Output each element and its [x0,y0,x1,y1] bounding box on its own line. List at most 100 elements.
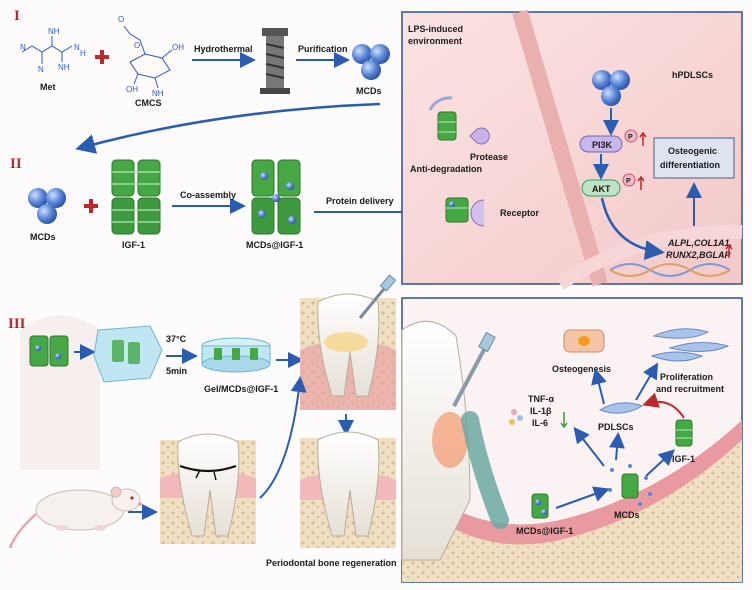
mcds-cluster-icon-1 [352,44,390,80]
lps-label-line1: LPS-induced [408,24,463,34]
il6-label: IL-6 [532,418,548,428]
chem-n2: N [38,65,44,74]
release-arrow [555,486,610,509]
chem-n1: N [20,43,26,52]
receptor-bound-igf1-icon [445,197,485,227]
chem-oh2: OH [126,85,138,94]
proliferation-label-line2: and recruitment [656,384,724,394]
section-label-i: I [14,8,20,24]
pi3k-box [579,135,623,153]
chem-n3: N [74,43,80,52]
osteogenesis-label: Osteogenesis [552,364,611,374]
akt-label: AKT [592,184,611,194]
phospho-label-2: P [626,178,631,185]
pi3k-label: PI3K [592,140,613,150]
igf1-label-1: IGF-1 [122,240,145,250]
temperature-label: 37°C [166,334,187,344]
up-arrow-pi3k [639,131,647,146]
chem-nh2b: NH [152,89,164,98]
mcds-label-1: MCDs [356,86,382,96]
section-label-ii: II [10,156,22,172]
ligature-to-injection-arrow [259,376,307,499]
protease-icon [469,127,490,145]
genes-label-line1: ALPL,COL1A1, [667,238,732,248]
autoclave-reactor-icon [260,28,290,94]
gel-label: Gel/MCDs@IGF-1 [204,384,278,394]
anti-degradation-label: Anti-degradation [410,164,482,174]
phospho-badge-1 [624,129,638,143]
injected-tooth-icon [300,274,397,410]
regenerated-tooth-icon [300,431,396,548]
genes-label-line2: RUNX2,BGLAP [666,250,732,260]
metformin-structure [21,36,73,64]
mcds-cluster-icon-2 [28,188,66,224]
rat-icon [8,486,142,549]
igf1-label-2: IGF-1 [672,454,695,464]
pdlsc-cell-icon [598,402,644,414]
plus-sign-2 [84,199,98,213]
proliferation-label-line1: Proliferation [660,372,713,382]
up-arrow-genes [725,243,733,258]
hydrogel-precursor-icon [93,325,163,383]
mcds-label-3: MCDs [614,510,640,520]
down-arrow-cytokines [560,412,568,429]
pdlscs-to-osteogenesis-arrow [591,368,607,405]
gel-disc-icon [201,337,271,373]
mcds-igf1-label-2: MCDs@IGF-1 [516,526,573,536]
phospho-badge-2 [622,173,636,187]
pdlscs-to-proliferation-arrow [635,362,659,401]
il1-label: IL-1β [530,406,552,416]
igf1-protein-icon [111,159,161,235]
regeneration-label: Periodontal bone regeneration [266,558,397,568]
mcds-to-pdlscs-arrow [609,432,625,461]
pdlscs-label: PDLSCs [598,422,634,432]
osteoblast-icon [563,329,605,353]
osteogenic-label-line2: differentiation [660,160,720,170]
time-label: 5min [166,366,187,376]
mcds-cluster-icon-3 [592,70,630,106]
hpdlscs-label: hPDLSCs [672,70,713,80]
receptor-label: Receptor [500,208,540,218]
akt-box [581,179,621,197]
tnf-label: TNF-α [528,394,554,404]
phospho-label-1: P [628,134,633,141]
ligature-tooth-icon [160,433,256,544]
cytokine-dots-icon [509,409,523,425]
section-label-iii: III [8,316,26,332]
chem-nh2: NH [58,63,70,72]
osteogenic-box [653,137,735,179]
lps-label-line2: environment [408,36,462,46]
chem-o2: O [134,41,140,50]
up-arrow-akt [637,175,645,190]
protected-igf1-icon [428,96,457,141]
mcds-igf1-complex-icon [251,159,301,235]
anti-inflammatory-arrow [573,426,605,467]
curved-arrow-to-section-ii [75,102,381,154]
mcds-label-2: MCDs [30,232,56,242]
igf1-mechanism-icon [675,419,693,447]
chem-nh: NH [48,27,60,36]
met-label: Met [40,82,56,92]
hydrothermal-label: Hydrothermal [194,44,253,54]
mcds-to-igf1-arrow [645,449,675,477]
protein-delivery-label: Protein delivery [326,196,394,206]
mcds-igf1-label-1: MCDs@IGF-1 [246,240,303,250]
chem-h1: H [80,49,86,58]
cmcs-label: CMCS [135,98,162,108]
akt-to-genes-arrow [600,197,665,261]
coassembly-label: Co-assembly [180,190,236,200]
igf1-complex-small-icon [29,335,69,367]
plus-sign-1 [95,50,109,64]
chem-o1: O [118,15,124,24]
proliferating-cells-icon [650,328,730,362]
mcds-igf1-mechanism-icon [531,493,549,519]
purification-label: Purification [298,44,348,54]
protease-label: Protease [470,152,508,162]
dna-helix-icon [609,263,731,277]
osteogenic-label-line1: Osteogenic [668,146,717,156]
chem-oh1: OH [172,43,184,52]
igf1-to-pdlscs-arrow [642,392,685,419]
cmcs-structure [123,25,173,89]
